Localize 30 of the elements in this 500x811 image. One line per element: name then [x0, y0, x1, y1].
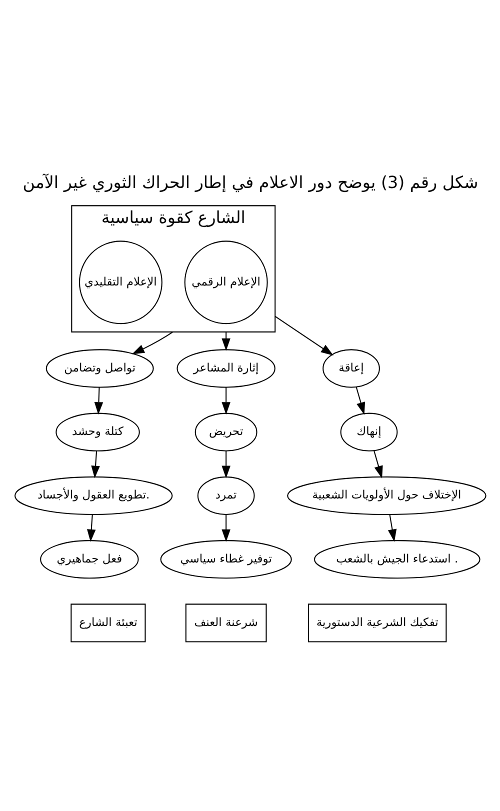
arrow	[90, 450, 100, 478]
node-ellipse: إعاقة	[322, 348, 380, 388]
node-ellipse: كتلة وحشد	[55, 412, 140, 451]
node-ellipse: تحريض	[194, 412, 257, 451]
arrow	[221, 386, 230, 414]
arrow	[373, 450, 382, 478]
node-ellipse: تطويع العقول والأجساد.	[14, 476, 172, 515]
diagram-title: شكل رقم (3) يوضح دور الاعلام في إطار الحراك الثوري غير الآمن	[22, 172, 478, 192]
arrow	[94, 386, 103, 414]
node-ellipse: تمرد	[196, 476, 254, 515]
node-ellipse: استدعاء الجيش بالشعب .	[313, 540, 480, 578]
node-box: شرعنة العنف	[184, 603, 266, 642]
arrow	[387, 514, 396, 542]
node-ellipse: تواصل وتضامن	[45, 348, 154, 388]
node-ellipse: توفير غطاء سياسي	[160, 540, 292, 578]
node-ellipse: فعل جماهيري	[40, 540, 138, 578]
node-box: تفكيك الشرعية الدستورية	[307, 603, 446, 642]
arrow	[221, 331, 230, 350]
arrow	[274, 315, 333, 355]
arrow	[355, 386, 365, 414]
arrow	[86, 514, 96, 542]
arrow	[221, 514, 230, 542]
node-box: تعبئة الشارع	[70, 603, 146, 642]
node-circle: الإعلام الرقمي	[184, 240, 268, 324]
node-ellipse: إنهاك	[340, 412, 398, 451]
node-ellipse: إثارة المشاعر	[176, 348, 275, 388]
arrow	[131, 331, 173, 354]
node-circle: الإعلام التقليدي	[78, 240, 162, 324]
arrow	[221, 450, 230, 478]
node-ellipse: الإختلاف حول الأولويات الشعبية	[286, 476, 486, 515]
